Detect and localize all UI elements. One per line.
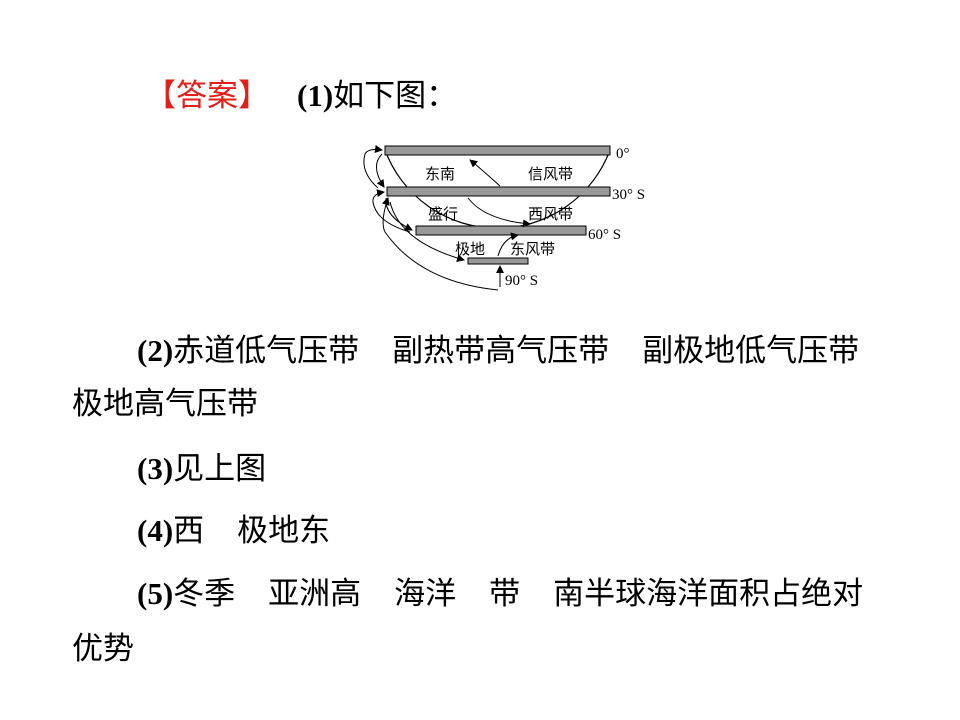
- pressure-bar-30s: [386, 186, 611, 197]
- pressure-bar-60s: [415, 225, 587, 236]
- q3-number: (3): [137, 451, 174, 486]
- answer-line-2: (2)赤道低气压带副热带高气压带副极地低气压带: [137, 335, 859, 367]
- answer-line-2-wrap: 极地高气压带: [72, 389, 258, 420]
- q1-number: (1): [297, 78, 334, 113]
- q2-number: (2): [137, 333, 174, 368]
- answer-line-5: (5)冬季亚洲高海洋带南半球海洋面积占绝对: [137, 578, 863, 610]
- q4-part-1: 西: [173, 513, 205, 549]
- lat-label-90s: 90° S: [505, 273, 538, 289]
- cell-arrow-1-inner: [376, 153, 385, 188]
- cell-arrow-3-outer: [381, 197, 499, 291]
- q5-wrap-text: 优势: [72, 631, 134, 667]
- belt-label-b3-right: 东风带: [510, 240, 555, 258]
- q4-part-2: 极地东: [237, 513, 331, 549]
- q5-part-2: 亚洲高: [268, 576, 362, 612]
- q2-wrap-text: 极地高气压带: [72, 386, 258, 422]
- answer-label: 【答案】: [145, 78, 269, 114]
- q5-part-1: 冬季: [173, 576, 236, 612]
- trade-wind-arrow: [469, 159, 501, 187]
- pressure-bar-polar: [467, 257, 529, 265]
- answer-line-5-wrap: 优势: [72, 634, 134, 665]
- cell-arrow-2-outer: [372, 189, 411, 233]
- westerly-arrow: [467, 197, 531, 228]
- q1-text: 如下图：: [333, 78, 458, 114]
- q2-part-2: 副热带高气压带: [392, 333, 610, 369]
- belt-label-b2-left: 盛行: [428, 205, 458, 223]
- q2-part-1: 赤道低气压带: [173, 333, 360, 369]
- q5-part-4: 带: [489, 576, 521, 612]
- lat-label-0: 0°: [616, 146, 630, 162]
- cell-arrow-1-top: [363, 145, 383, 189]
- belt-label-b3-left: 极地: [455, 240, 485, 258]
- polar-east-arrow: [497, 232, 519, 257]
- q5-part-3: 海洋: [394, 576, 457, 612]
- lat-label-60s: 60° S: [588, 227, 621, 243]
- answer-line-4: (4)西极地东: [137, 515, 330, 547]
- wind-belt-diagram: 东南 信风带 盛行 西风带 极地 东风带 0° 30° S 60° S 90° …: [363, 145, 645, 291]
- belt-label-b1-right: 信风带: [528, 165, 573, 183]
- q5-number: (5): [137, 576, 174, 611]
- q3-text: 见上图: [173, 451, 267, 487]
- q4-number: (4): [137, 513, 174, 548]
- q2-part-3: 副极地低气压带: [642, 333, 860, 369]
- q5-part-5: 南半球海洋面积占绝对: [553, 576, 864, 612]
- pressure-bar-equator: [384, 145, 611, 156]
- belt-label-b2-right: 西风带: [528, 205, 573, 223]
- answer-line-3: (3)见上图: [137, 453, 266, 485]
- answer-line-1: 【答案】 (1)如下图：: [145, 80, 457, 112]
- cell-arrow-3-inner: [389, 201, 465, 262]
- belt-label-b1-left: 东南: [425, 165, 455, 183]
- lat-label-30s: 30° S: [612, 187, 645, 203]
